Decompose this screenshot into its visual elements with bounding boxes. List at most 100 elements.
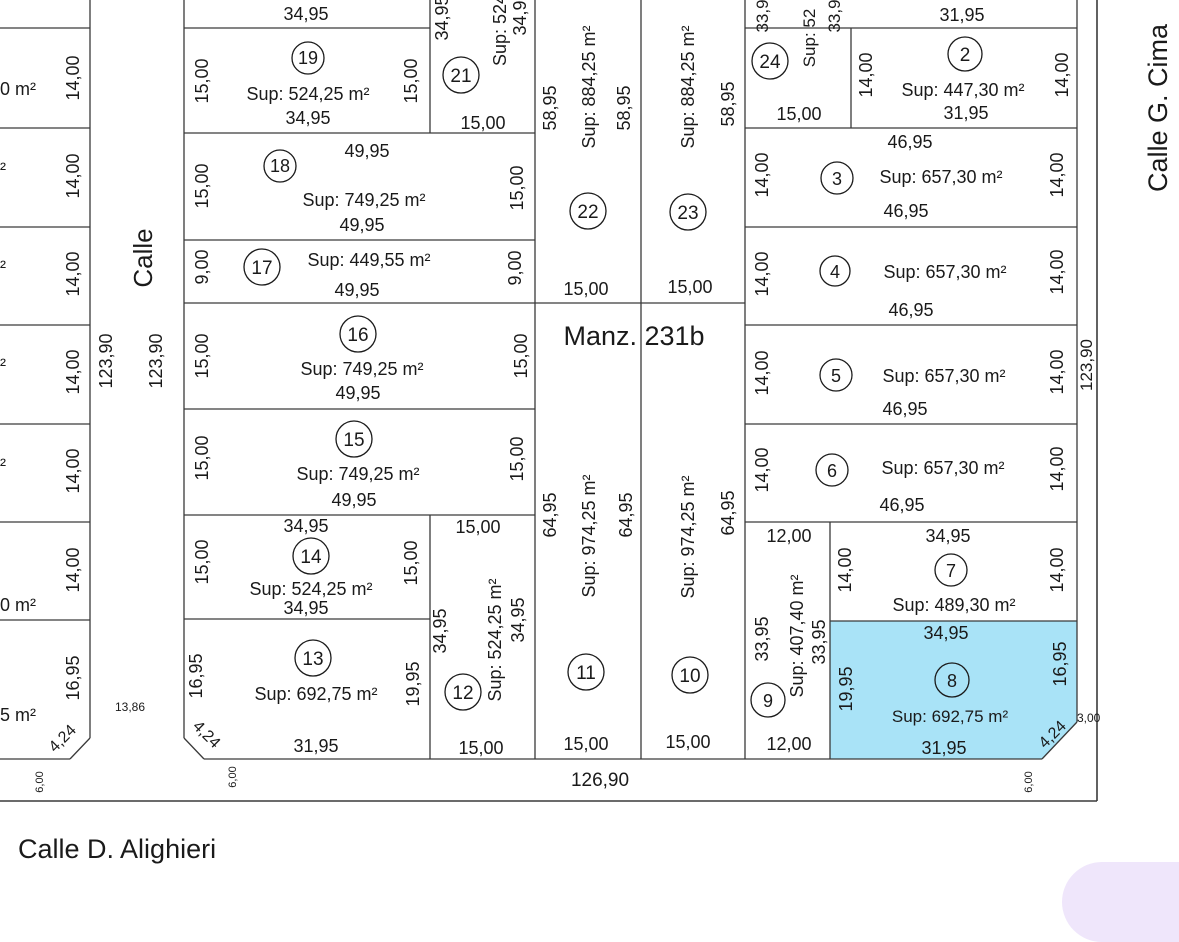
lot-number: 22 <box>577 202 598 223</box>
left-lot-sup: 0 m² <box>0 79 36 99</box>
lot-23[interactable]: 23 Sup: 884,25 m² 58,95 15,00 <box>667 25 738 297</box>
lot-12[interactable]: 15,00 12 34,95 Sup: 524,25 m² 34,95 15,0… <box>430 517 528 758</box>
offset-dim: 3,00 <box>1077 711 1101 725</box>
lot-area: Sup: 524 <box>490 0 510 66</box>
lot-width: 14,00 <box>1052 52 1072 97</box>
lot-9[interactable]: 12,00 9 33,95 Sup: 407,40 m² 33,95 12,00 <box>752 526 829 754</box>
lot-18[interactable]: 49,95 18 Sup: 749,25 m² 49,95 15,00 15,0… <box>192 141 527 235</box>
block-name: Manz. 231b <box>563 321 704 351</box>
chamfer-gap: 13,86 <box>115 700 145 714</box>
lot-21[interactable]: 21 34,95 Sup: 524 34,9 15,00 <box>432 0 530 133</box>
lot-depth: 49,95 <box>331 490 376 510</box>
lot-number-circles <box>243 36 983 718</box>
lot-width: 58,95 <box>614 85 634 130</box>
lot-width: 14,00 <box>752 251 772 296</box>
lot-width: 64,95 <box>718 490 738 535</box>
lot-24[interactable]: 24 33,9 Sup: 52 33,9 15,00 <box>753 0 844 124</box>
street-name-left: Calle <box>128 228 158 287</box>
lot-width: 14,00 <box>1047 152 1067 197</box>
lot-14[interactable]: 34,95 14 Sup: 524,25 m² 34,95 15,00 15,0… <box>192 516 421 618</box>
lot-bottom: 15,00 <box>460 113 505 133</box>
lot-bottom: 15,00 <box>458 738 503 758</box>
lot-area: Sup: 657,30 m² <box>882 366 1005 386</box>
lot-22[interactable]: 22 58,95 Sup: 884,25 m² 58,95 15,00 <box>540 25 634 299</box>
lot-area: Sup: 524,25 m² <box>246 84 369 104</box>
lot-7[interactable]: 34,95 7 Sup: 489,30 m² 14,00 14,00 <box>835 526 1067 615</box>
lot-number: 13 <box>302 649 323 670</box>
lot-width: 14,00 <box>1047 249 1067 294</box>
lot-5[interactable]: 5 Sup: 657,30 m² 46,95 14,00 14,00 <box>752 349 1067 419</box>
lot-13[interactable]: 13 Sup: 692,75 m² 31,95 16,95 19,95 4,24 <box>186 649 423 756</box>
lot-area: Sup: 974,25 m² <box>579 474 599 597</box>
street-width: 6,00 <box>34 771 46 792</box>
left-lot-sup: 0 m² <box>0 595 36 615</box>
left-lot-sup: 5 m² <box>0 705 36 725</box>
lot-area: Sup: 449,55 m² <box>307 250 430 270</box>
lot-depth: 31,95 <box>921 738 966 758</box>
lot-number: 21 <box>450 66 471 87</box>
lot-depth: 46,95 <box>883 201 928 221</box>
lot-area: Sup: 974,25 m² <box>678 475 698 598</box>
lot-width: 58,95 <box>540 85 560 130</box>
street-width: 6,00 <box>227 766 239 787</box>
lot-3[interactable]: 46,95 3 Sup: 657,30 m² 46,95 14,00 14,00 <box>752 132 1067 221</box>
left-lot-width: 16,95 <box>63 655 83 700</box>
lot-bottom: 15,00 <box>563 734 608 754</box>
lot-bottom: 15,00 <box>563 279 608 299</box>
lot-19[interactable]: 19 Sup: 524,25 m² 34,95 15,00 15,00 <box>192 48 421 128</box>
lot-area: Sup: 524,25 m² <box>485 578 505 701</box>
lot-number: 17 <box>251 258 272 279</box>
lot-area: Sup: 884,25 m² <box>678 25 698 148</box>
lot-top: 34,95 <box>925 526 970 546</box>
lot-width: 14,00 <box>752 447 772 492</box>
lot-width: 33,9 <box>825 0 844 33</box>
lot-number: 11 <box>576 663 596 684</box>
lot-area: Sup: 657,30 m² <box>879 167 1002 187</box>
lot-10[interactable]: 10 Sup: 974,25 m² 64,95 15,00 <box>665 475 738 752</box>
lot-number: 16 <box>347 325 368 346</box>
lot-bottom: 15,00 <box>665 732 710 752</box>
lot-4[interactable]: 4 Sup: 657,30 m² 46,95 14,00 14,00 <box>752 249 1067 320</box>
lot-top: 15,00 <box>455 517 500 537</box>
lot-depth: 34,9 <box>510 0 530 35</box>
lot-width: 58,95 <box>718 81 738 126</box>
lot-width: 15,00 <box>401 58 421 103</box>
lot-2[interactable]: 2 Sup: 447,30 m² 31,95 14,00 14,00 <box>856 45 1072 123</box>
lot-depth: 34,95 <box>508 597 528 642</box>
lot-area: Sup: 692,75 m² <box>892 707 1009 726</box>
lot-depth: 31,95 <box>293 736 338 756</box>
lot-6[interactable]: 6 Sup: 657,30 m² 46,95 14,00 14,00 <box>752 446 1067 515</box>
left-lot-width: 14,00 <box>63 251 83 296</box>
lot-width: 15,00 <box>511 333 531 378</box>
street-name-right: Calle G. Cima <box>1143 23 1173 192</box>
left-column-lines <box>0 0 91 760</box>
lot-area: Sup: 692,75 m² <box>254 684 377 704</box>
lot-width: 16,95 <box>1050 641 1070 686</box>
lot-bottom: 15,00 <box>776 104 821 124</box>
lot-width: 15,00 <box>192 58 212 103</box>
lot-number: 12 <box>452 683 473 704</box>
lot-lines <box>184 0 1077 759</box>
lot-width: 14,00 <box>1047 349 1067 394</box>
lot-number: 4 <box>830 262 840 282</box>
left-lot-width: 14,00 <box>63 153 83 198</box>
left-lot-width: 14,00 <box>63 349 83 394</box>
subdivision-plan: 0 m² ² ² ² ² 0 m² 5 m² 14,00 14,00 14,00… <box>0 0 1173 802</box>
lot-depth: 46,95 <box>879 495 924 515</box>
block-side-total: 123,90 <box>1077 339 1096 391</box>
lot-8-highlight[interactable] <box>830 621 1077 759</box>
lot-number: 23 <box>677 203 698 224</box>
lot-width: 19,95 <box>836 666 856 711</box>
lot-depth: 49,95 <box>339 215 384 235</box>
lot-area: Sup: 884,25 m² <box>579 25 599 148</box>
lot-depth: 46,95 <box>882 399 927 419</box>
lot-20-bottom: 34,95 <box>283 4 328 24</box>
lot-width: 15,00 <box>401 540 421 585</box>
lot-15[interactable]: 15 Sup: 749,25 m² 49,95 15,00 15,00 <box>192 430 527 510</box>
lot-area: Sup: 657,30 m² <box>883 262 1006 282</box>
lot-17[interactable]: 17 Sup: 449,55 m² 49,95 9,00 9,00 <box>192 249 525 300</box>
lot-11[interactable]: 11 64,95 Sup: 974,25 m² 64,95 15,00 <box>540 474 636 754</box>
lot-area: Sup: 447,30 m² <box>901 80 1024 100</box>
lot-1-bottom: 31,95 <box>939 5 984 25</box>
lot-16[interactable]: 16 Sup: 749,25 m² 49,95 15,00 15,00 <box>192 325 531 403</box>
